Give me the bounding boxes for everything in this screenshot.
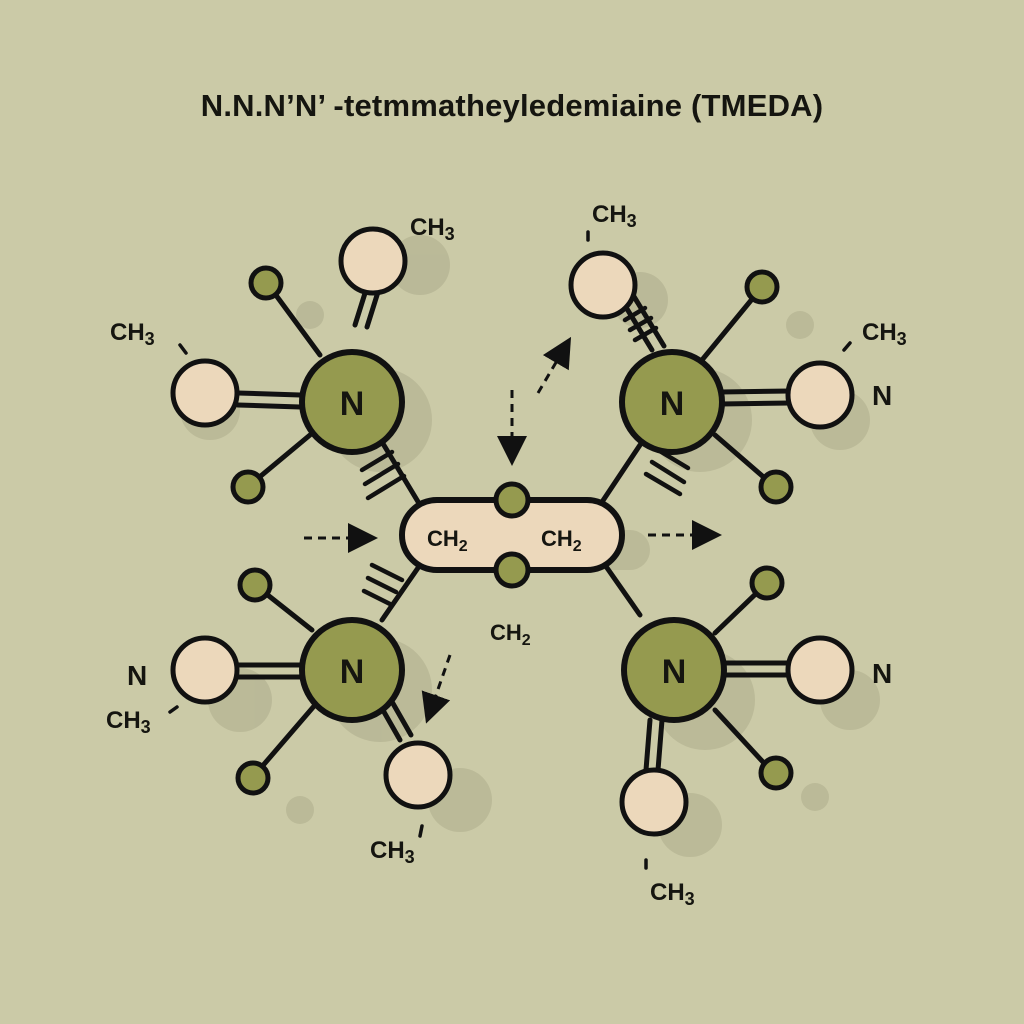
n-atom-bottom-left: N (340, 653, 365, 691)
label-tr-right-n: N (872, 380, 892, 411)
nitrogen-atoms (299, 349, 727, 723)
diagram-title: N.N.N’N’ -tetmmatheyledemiaine (TMEDA) (200, 88, 824, 123)
label-br-bottom: CH3 (650, 879, 695, 909)
label-br-right-n: N (872, 658, 892, 689)
bridge-left-label: CH2 (427, 526, 468, 555)
label-ticks (168, 230, 852, 870)
dashed-arrows (304, 336, 722, 724)
methyl-atoms (170, 226, 855, 837)
label-tl-top: CH3 (410, 214, 455, 244)
bridge-atom-top (493, 481, 531, 519)
label-bl-left-n: N (127, 660, 147, 691)
n-atom-top-left: N (340, 385, 365, 423)
bonds (235, 280, 793, 780)
n-atom-bottom-right: N (662, 653, 687, 691)
small-atoms (230, 265, 794, 796)
label-tr-top: CH3 (592, 201, 637, 231)
bridge-below-label: CH2 (490, 620, 531, 649)
bridge-atom-bottom (493, 551, 531, 589)
label-bl-bottom: CH3 (370, 837, 415, 867)
n-atom-top-right: N (660, 385, 685, 423)
hash-wedges (359, 305, 691, 607)
bridge-right-label: CH2 (541, 526, 582, 555)
label-bl-left: CH3 (106, 707, 151, 737)
label-tr-right: CH3 (862, 319, 907, 349)
label-tl-left: CH3 (110, 319, 155, 349)
